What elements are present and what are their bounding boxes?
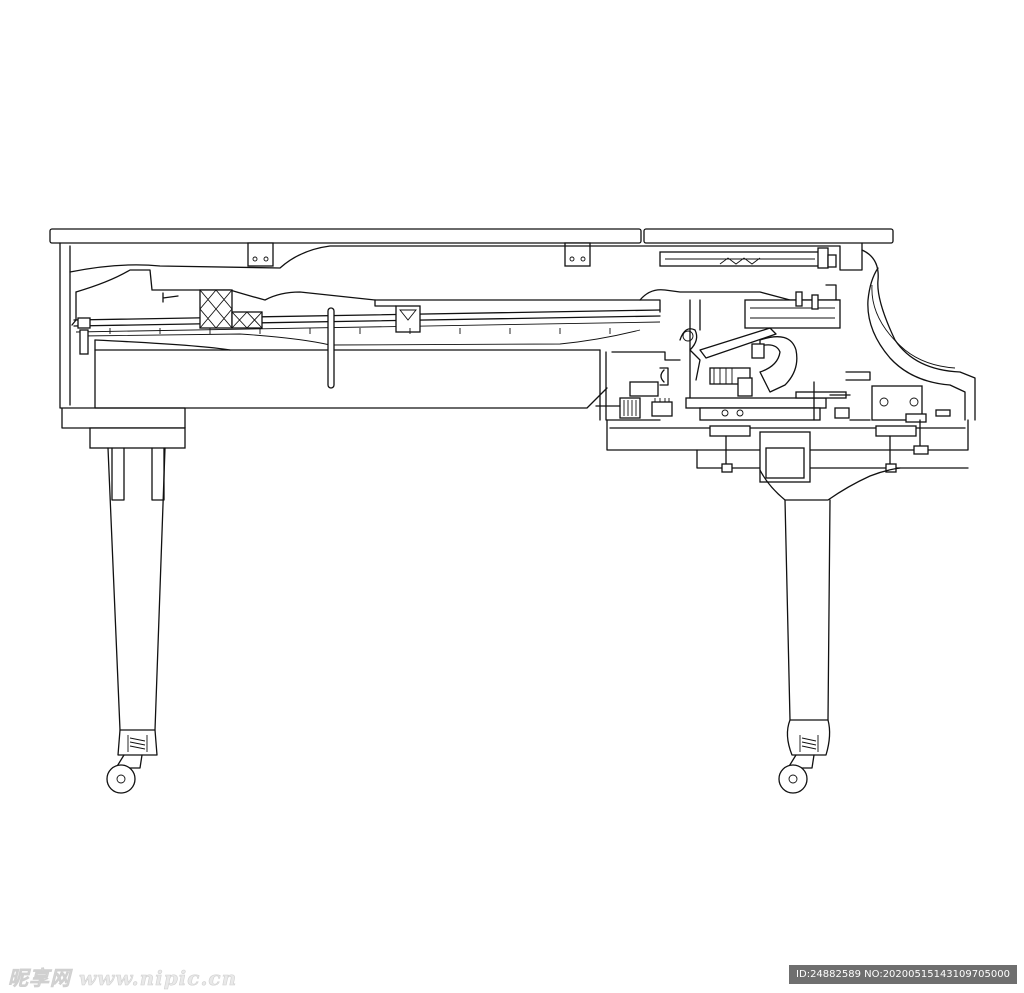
piano-case bbox=[59, 242, 976, 451]
left-leg bbox=[106, 447, 166, 794]
strings-and-plate bbox=[71, 269, 661, 389]
right-leg bbox=[778, 499, 831, 794]
piano-action bbox=[595, 284, 951, 423]
watermark-site-text: 昵享网 www.nipic.cn bbox=[8, 966, 238, 991]
music-desk bbox=[659, 247, 837, 269]
under-case-parts bbox=[696, 419, 969, 501]
watermark-id-badge: ID:24882589 NO:20200515143109705000 bbox=[789, 965, 1017, 984]
piano-lid bbox=[49, 228, 894, 267]
